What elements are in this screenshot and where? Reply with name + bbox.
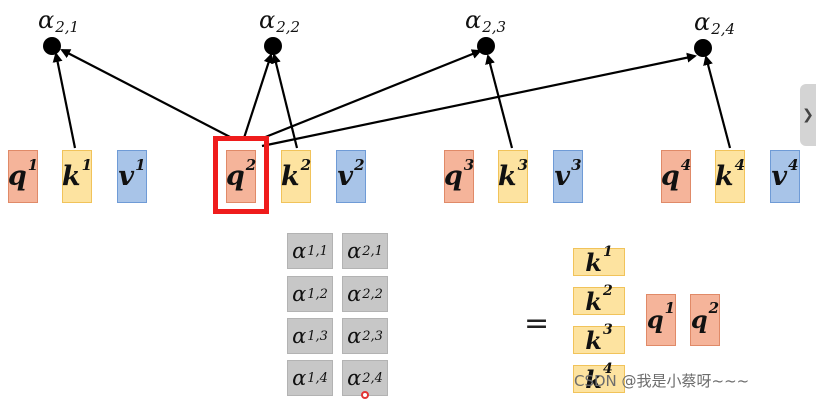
alpha-node-3 <box>477 37 495 55</box>
chevron-right-icon: ❯ <box>802 107 814 123</box>
arrow-k4-alpha24 <box>703 55 732 149</box>
alpha-node-2 <box>264 37 282 55</box>
alpha-label-3: α2,3 <box>465 6 507 36</box>
arrow-k3-alpha23 <box>485 54 514 149</box>
q2-highlight-frame <box>213 136 269 214</box>
arrow-k1-alpha21 <box>52 52 77 149</box>
alpha-node-1 <box>43 37 61 55</box>
arrow-q2-alpha24 <box>261 52 697 148</box>
arrow-q2-alpha23 <box>257 49 482 142</box>
alpha-label-1: α2,1 <box>38 6 80 36</box>
equals-sign: = <box>524 306 550 341</box>
arrow-k2-alpha22 <box>271 53 299 149</box>
arrow-q2-alpha21 <box>60 49 233 139</box>
alpha-label-4: α2,4 <box>694 8 736 38</box>
arrow-q2-alpha22 <box>242 53 274 139</box>
cursor-marker <box>361 391 369 399</box>
watermark: CSDN @我是小蔡呀~~~ <box>574 372 750 390</box>
side-panel-toggle[interactable]: ❯ <box>800 84 816 146</box>
alpha-node-4 <box>694 39 712 57</box>
alpha-label-2: α2,2 <box>259 6 301 36</box>
